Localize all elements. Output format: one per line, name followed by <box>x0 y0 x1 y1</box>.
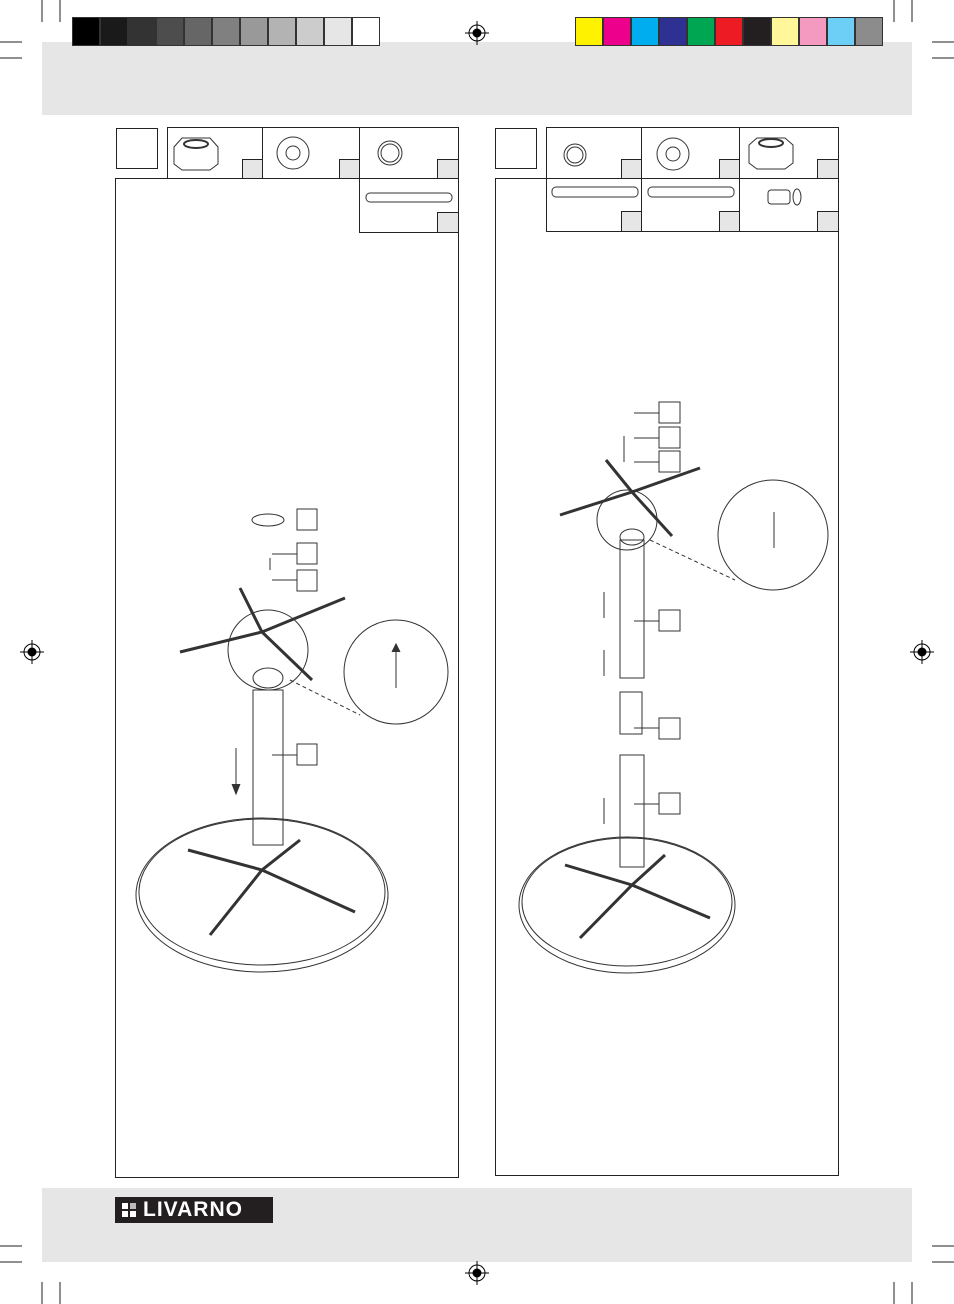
color-swatch <box>855 17 883 46</box>
part-number-tag <box>242 159 263 179</box>
gray-swatch <box>296 17 324 46</box>
gray-swatch <box>128 17 156 46</box>
gray-swatch <box>156 17 184 46</box>
connector-sleeve-icon <box>767 188 802 206</box>
part-number-tag <box>817 159 838 179</box>
part-number-tag <box>437 159 458 179</box>
logo-mark-icon <box>122 1203 136 1217</box>
step-number-box-2 <box>495 128 537 169</box>
part-cell-threaded-rod <box>359 178 459 233</box>
part-number-tag <box>817 211 838 231</box>
color-swatch <box>575 17 603 46</box>
step-panel-2 <box>495 178 839 1176</box>
color-swatch <box>827 17 855 46</box>
gray-swatch <box>184 17 212 46</box>
part-cell-washer <box>641 127 741 180</box>
top-band <box>42 42 912 115</box>
color-swatch <box>743 17 771 46</box>
part-number-tag <box>339 159 360 179</box>
color-swatch <box>771 17 799 46</box>
gray-swatch <box>268 17 296 46</box>
threaded-rod-icon <box>365 192 453 203</box>
spring-washer-icon <box>377 140 403 166</box>
step-panel-1 <box>115 178 459 1178</box>
part-cell-washer <box>262 127 361 180</box>
registration-mark-icon <box>20 21 934 1285</box>
part-number-tag <box>719 159 740 179</box>
gray-swatch <box>324 17 352 46</box>
part-cell-nut <box>739 127 839 180</box>
washer-icon <box>656 137 690 171</box>
gray-swatch <box>352 17 380 46</box>
part-number-tag <box>621 211 642 231</box>
color-swatch <box>799 17 827 46</box>
part-number-tag <box>621 159 642 179</box>
livarno-logo: LIVARNO <box>115 1197 273 1223</box>
table-base-drawing <box>135 508 449 973</box>
step-number-box-1 <box>116 128 158 169</box>
nut-icon <box>173 137 219 171</box>
table-base-drawing <box>518 401 829 974</box>
part-cell-connector <box>739 178 839 232</box>
washer-icon <box>276 136 310 170</box>
threaded-rod-icon <box>551 186 735 198</box>
color-swatch <box>715 17 743 46</box>
part-cell-spring-washer <box>546 127 643 180</box>
part-number-tag <box>437 212 458 232</box>
color-swatch <box>659 17 687 46</box>
color-swatch <box>603 17 631 46</box>
part-number-tag <box>719 211 740 231</box>
gray-swatch <box>100 17 128 46</box>
color-swatch <box>687 17 715 46</box>
logo-text: LIVARNO <box>143 1198 243 1221</box>
part-cell-spring-washer <box>359 127 459 180</box>
color-swatch <box>631 17 659 46</box>
nut-icon <box>748 137 794 170</box>
gray-swatch <box>72 17 100 46</box>
gray-swatch <box>240 17 268 46</box>
spring-washer-icon <box>563 143 587 167</box>
gray-swatch <box>212 17 240 46</box>
